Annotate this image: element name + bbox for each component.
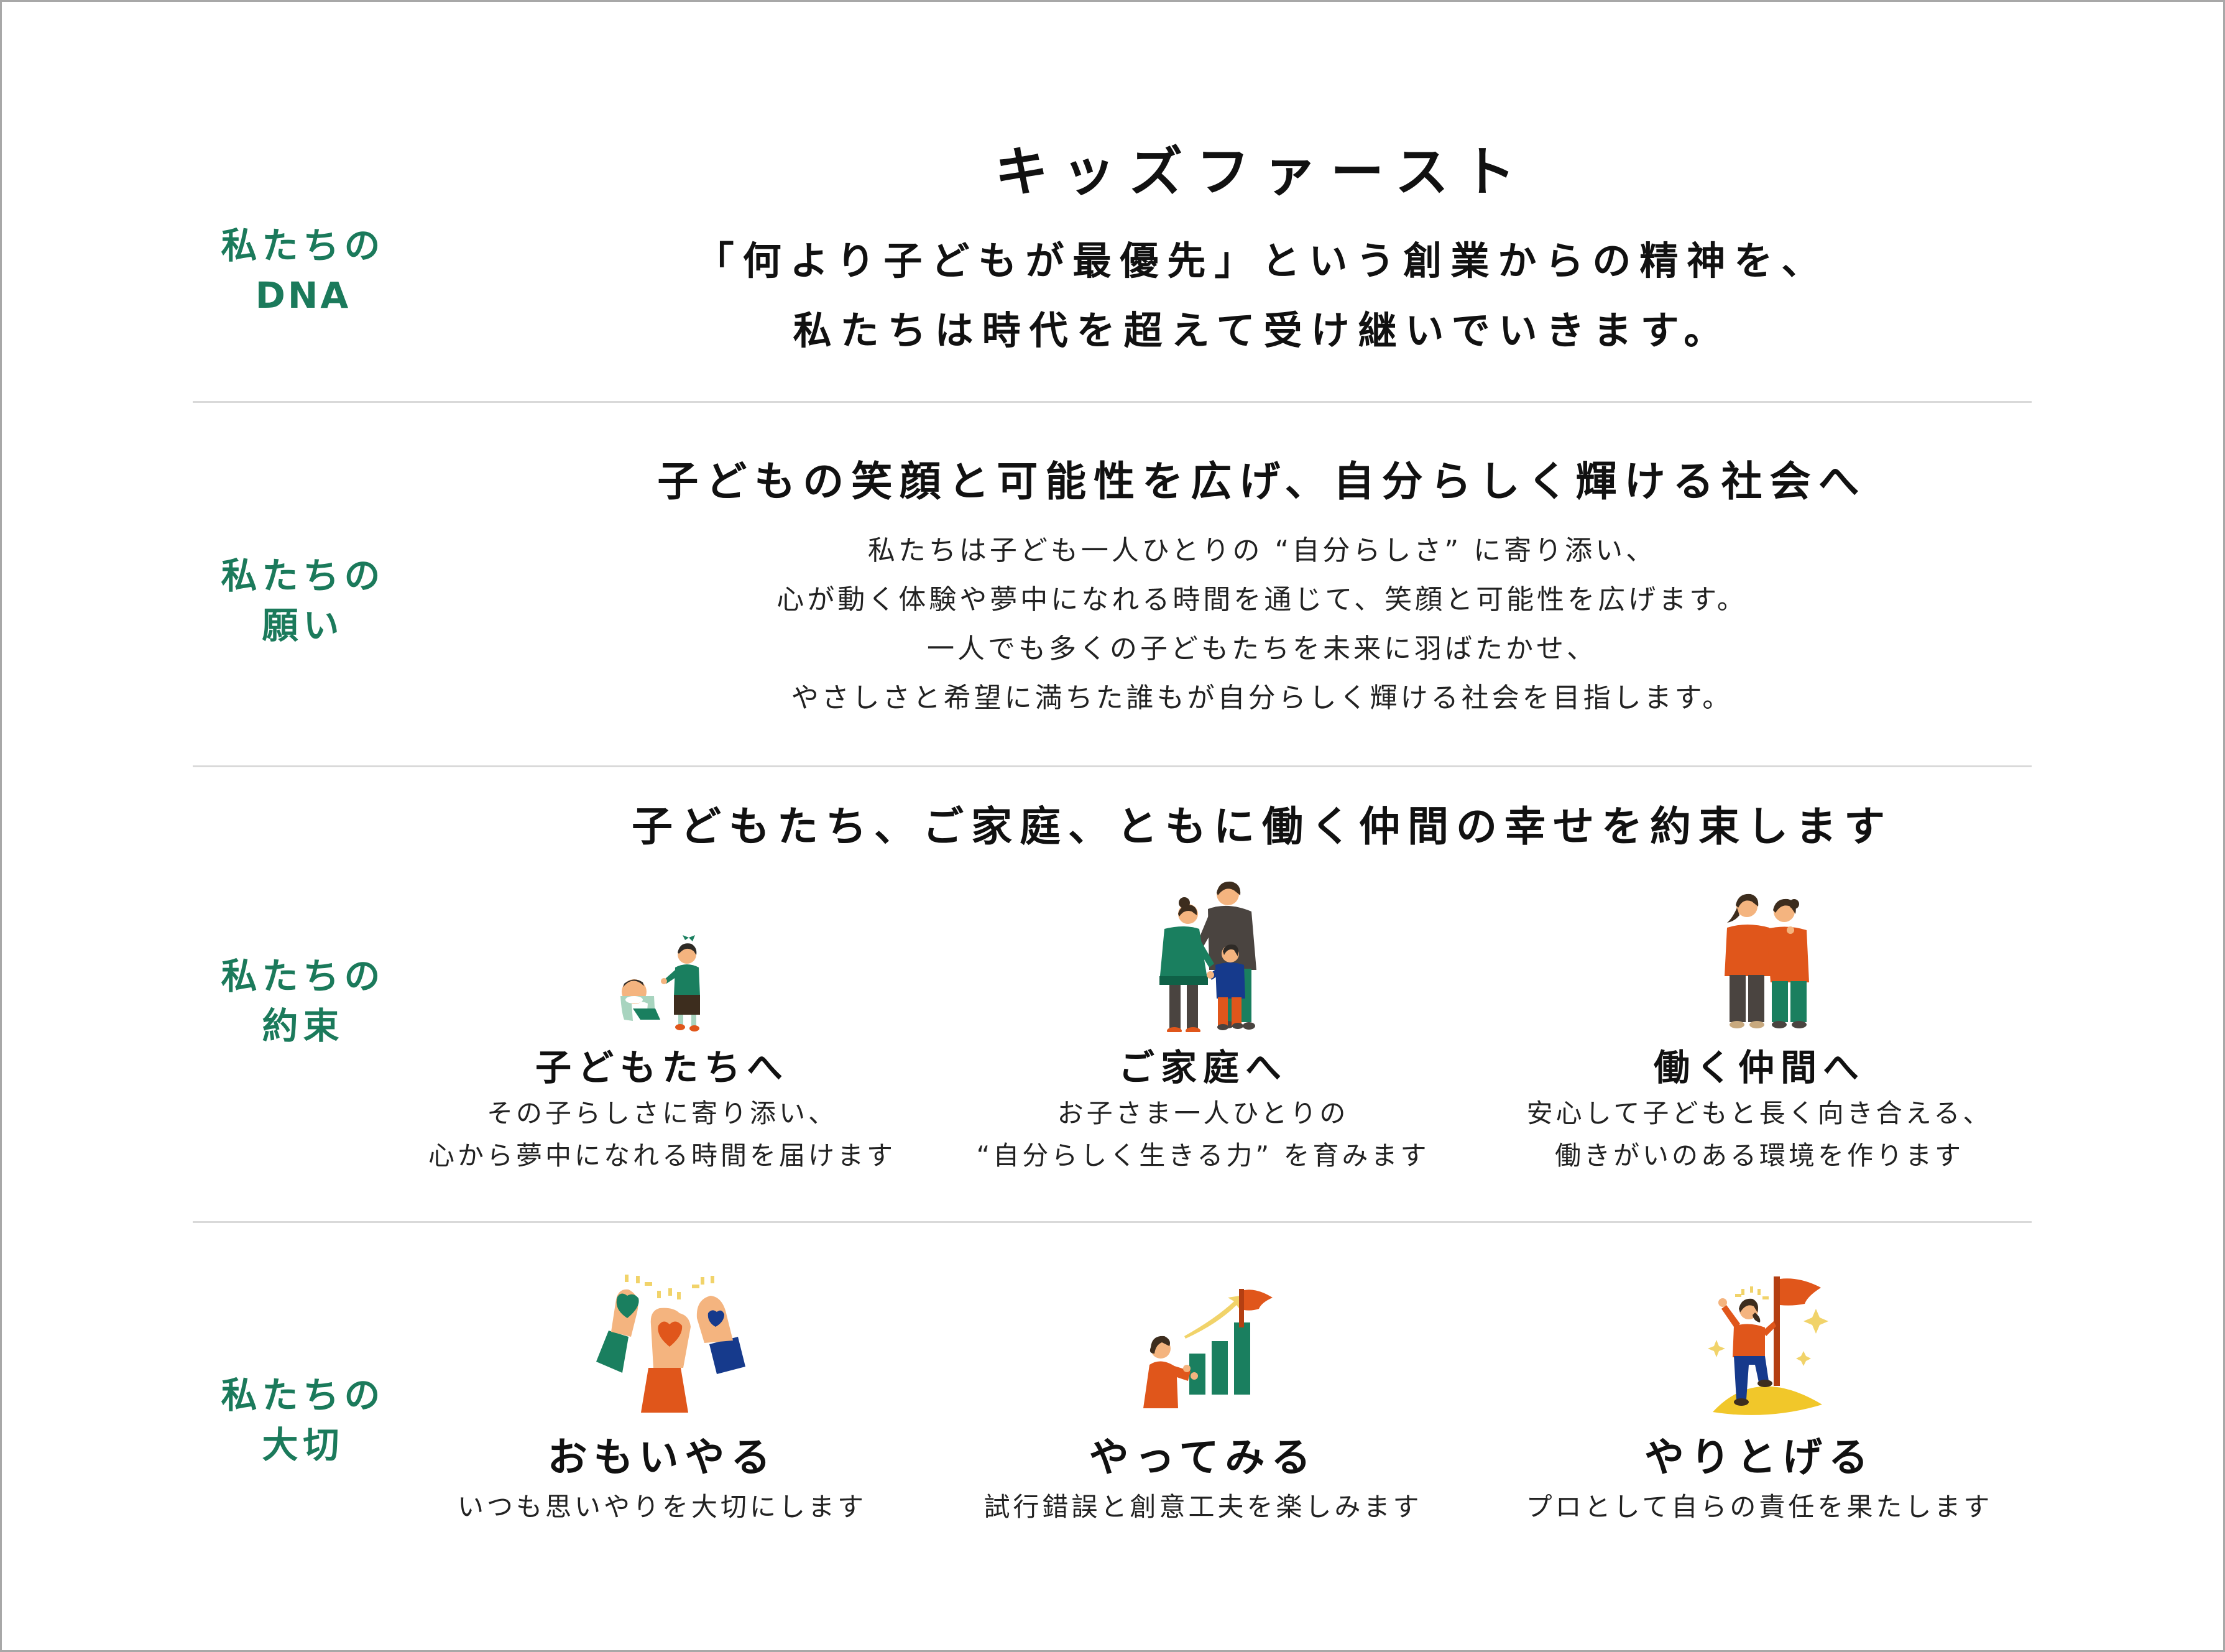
label-line-2: 約束 [262,1005,344,1047]
growth-chart-flag-icon [1135,1284,1278,1408]
column-title: やってみる [1089,1435,1317,1481]
section-label-promise: 私たちの 約束 [187,951,420,1051]
wish-heading: 子どもの笑顔と可能性を広げ、自分らしく輝ける社会へ [657,458,1867,505]
value-column-yaritogeru: やりとげる プロとして自らの責任を果たします [1486,1430,2033,1528]
label-line-2: 願い [262,604,344,647]
column-title: 働く仲間へ [1653,1046,1865,1089]
value-column-omoiyaru: おもいやる いつも思いやりを大切にします [389,1430,936,1528]
coworkers-icon [1716,889,1815,1032]
wish-line-2: 心が動く体験や夢中になれる時間を通じて、笑顔と可能性を広げます。 [776,584,1748,616]
divider-1 [193,401,2032,403]
promise-column-family: ご家庭へ お子さま一人ひとりの “自分らしく生きる力” を育みます [929,1043,1476,1177]
column-line-1: その子らしさに寄り添い、 [486,1098,837,1128]
promise-column-coworkers: 働く仲間へ 安心して子どもと長く向き合える、 働きがいのある環境を作ります [1486,1043,2033,1177]
column-title: ご家庭へ [1118,1046,1288,1089]
summit-flag-icon [1700,1271,1831,1421]
wish-line-1: 私たちは子ども一人ひとりの “自分らしさ” に寄り添い、 [867,535,1657,566]
dna-statement: 「何より子どもが最優先」という創業からの精神を、 私たちは時代を超えて受け継いで… [435,226,2089,366]
dna-line-1: 「何より子どもが最優先」という創業からの精神を、 [695,238,1829,284]
column-line-1: いつも思いやりを大切にします [457,1492,867,1522]
section-label-dna: 私たちの DNA [187,221,420,320]
kids-first-title: キッズファースト [995,141,1529,203]
column-title: 子どもたちへ [535,1046,789,1089]
column-line-2: “自分らしく生きる力” を育みます [976,1140,1430,1171]
family-icon [1135,877,1271,1032]
column-line-2: 働きがいのある環境を作ります [1554,1140,1964,1171]
wish-body: 私たちは子ども一人ひとりの “自分らしさ” に寄り添い、 心が動く体験や夢中にな… [435,526,2089,722]
wish-line-3: 一人でも多くの子どもたちを未来に羽ばたかせ、 [927,633,1597,665]
column-line-1: お子さま一人ひとりの [1057,1098,1349,1128]
children-playing-icon [615,926,709,1032]
label-line-1: 私たちの [221,224,385,267]
value-column-yattemiru: やってみる 試行錯誤と創意工夫を楽しみます [929,1430,1476,1528]
label-line-1: 私たちの [221,555,385,597]
column-line-1: 試行錯誤と創意工夫を楽しみます [984,1492,1422,1522]
column-title: やりとげる [1644,1435,1874,1481]
column-line-1: プロとして自らの責任を果たします [1526,1492,1993,1522]
section-label-values: 私たちの 大切 [187,1370,420,1470]
dna-line-2: 私たちは時代を超えて受け継いでいきます。 [793,308,1731,353]
hands-with-hearts-icon [581,1275,749,1418]
label-line-1: 私たちの [221,1374,385,1416]
column-line-2: 心から夢中になれる時間を届けます [428,1140,896,1171]
column-line-1: 安心して子どもと長く向き合える、 [1526,1098,1992,1128]
column-title: おもいやる [547,1435,777,1481]
promise-heading: 子どもたち、ご家庭、ともに働く仲間の幸せを約束します [632,803,1892,851]
promise-column-children: 子どもたちへ その子らしさに寄り添い、 心から夢中になれる時間を届けます [389,1043,936,1177]
label-line-1: 私たちの [221,955,385,997]
divider-2 [193,765,2032,767]
label-line-2: DNA [255,274,351,316]
divider-3 [193,1221,2032,1223]
section-label-wish: 私たちの 願い [187,551,420,650]
label-line-2: 大切 [262,1424,344,1466]
wish-line-4: やさしさと希望に満ちた誰もが自分らしく輝ける社会を目指します。 [791,682,1733,714]
